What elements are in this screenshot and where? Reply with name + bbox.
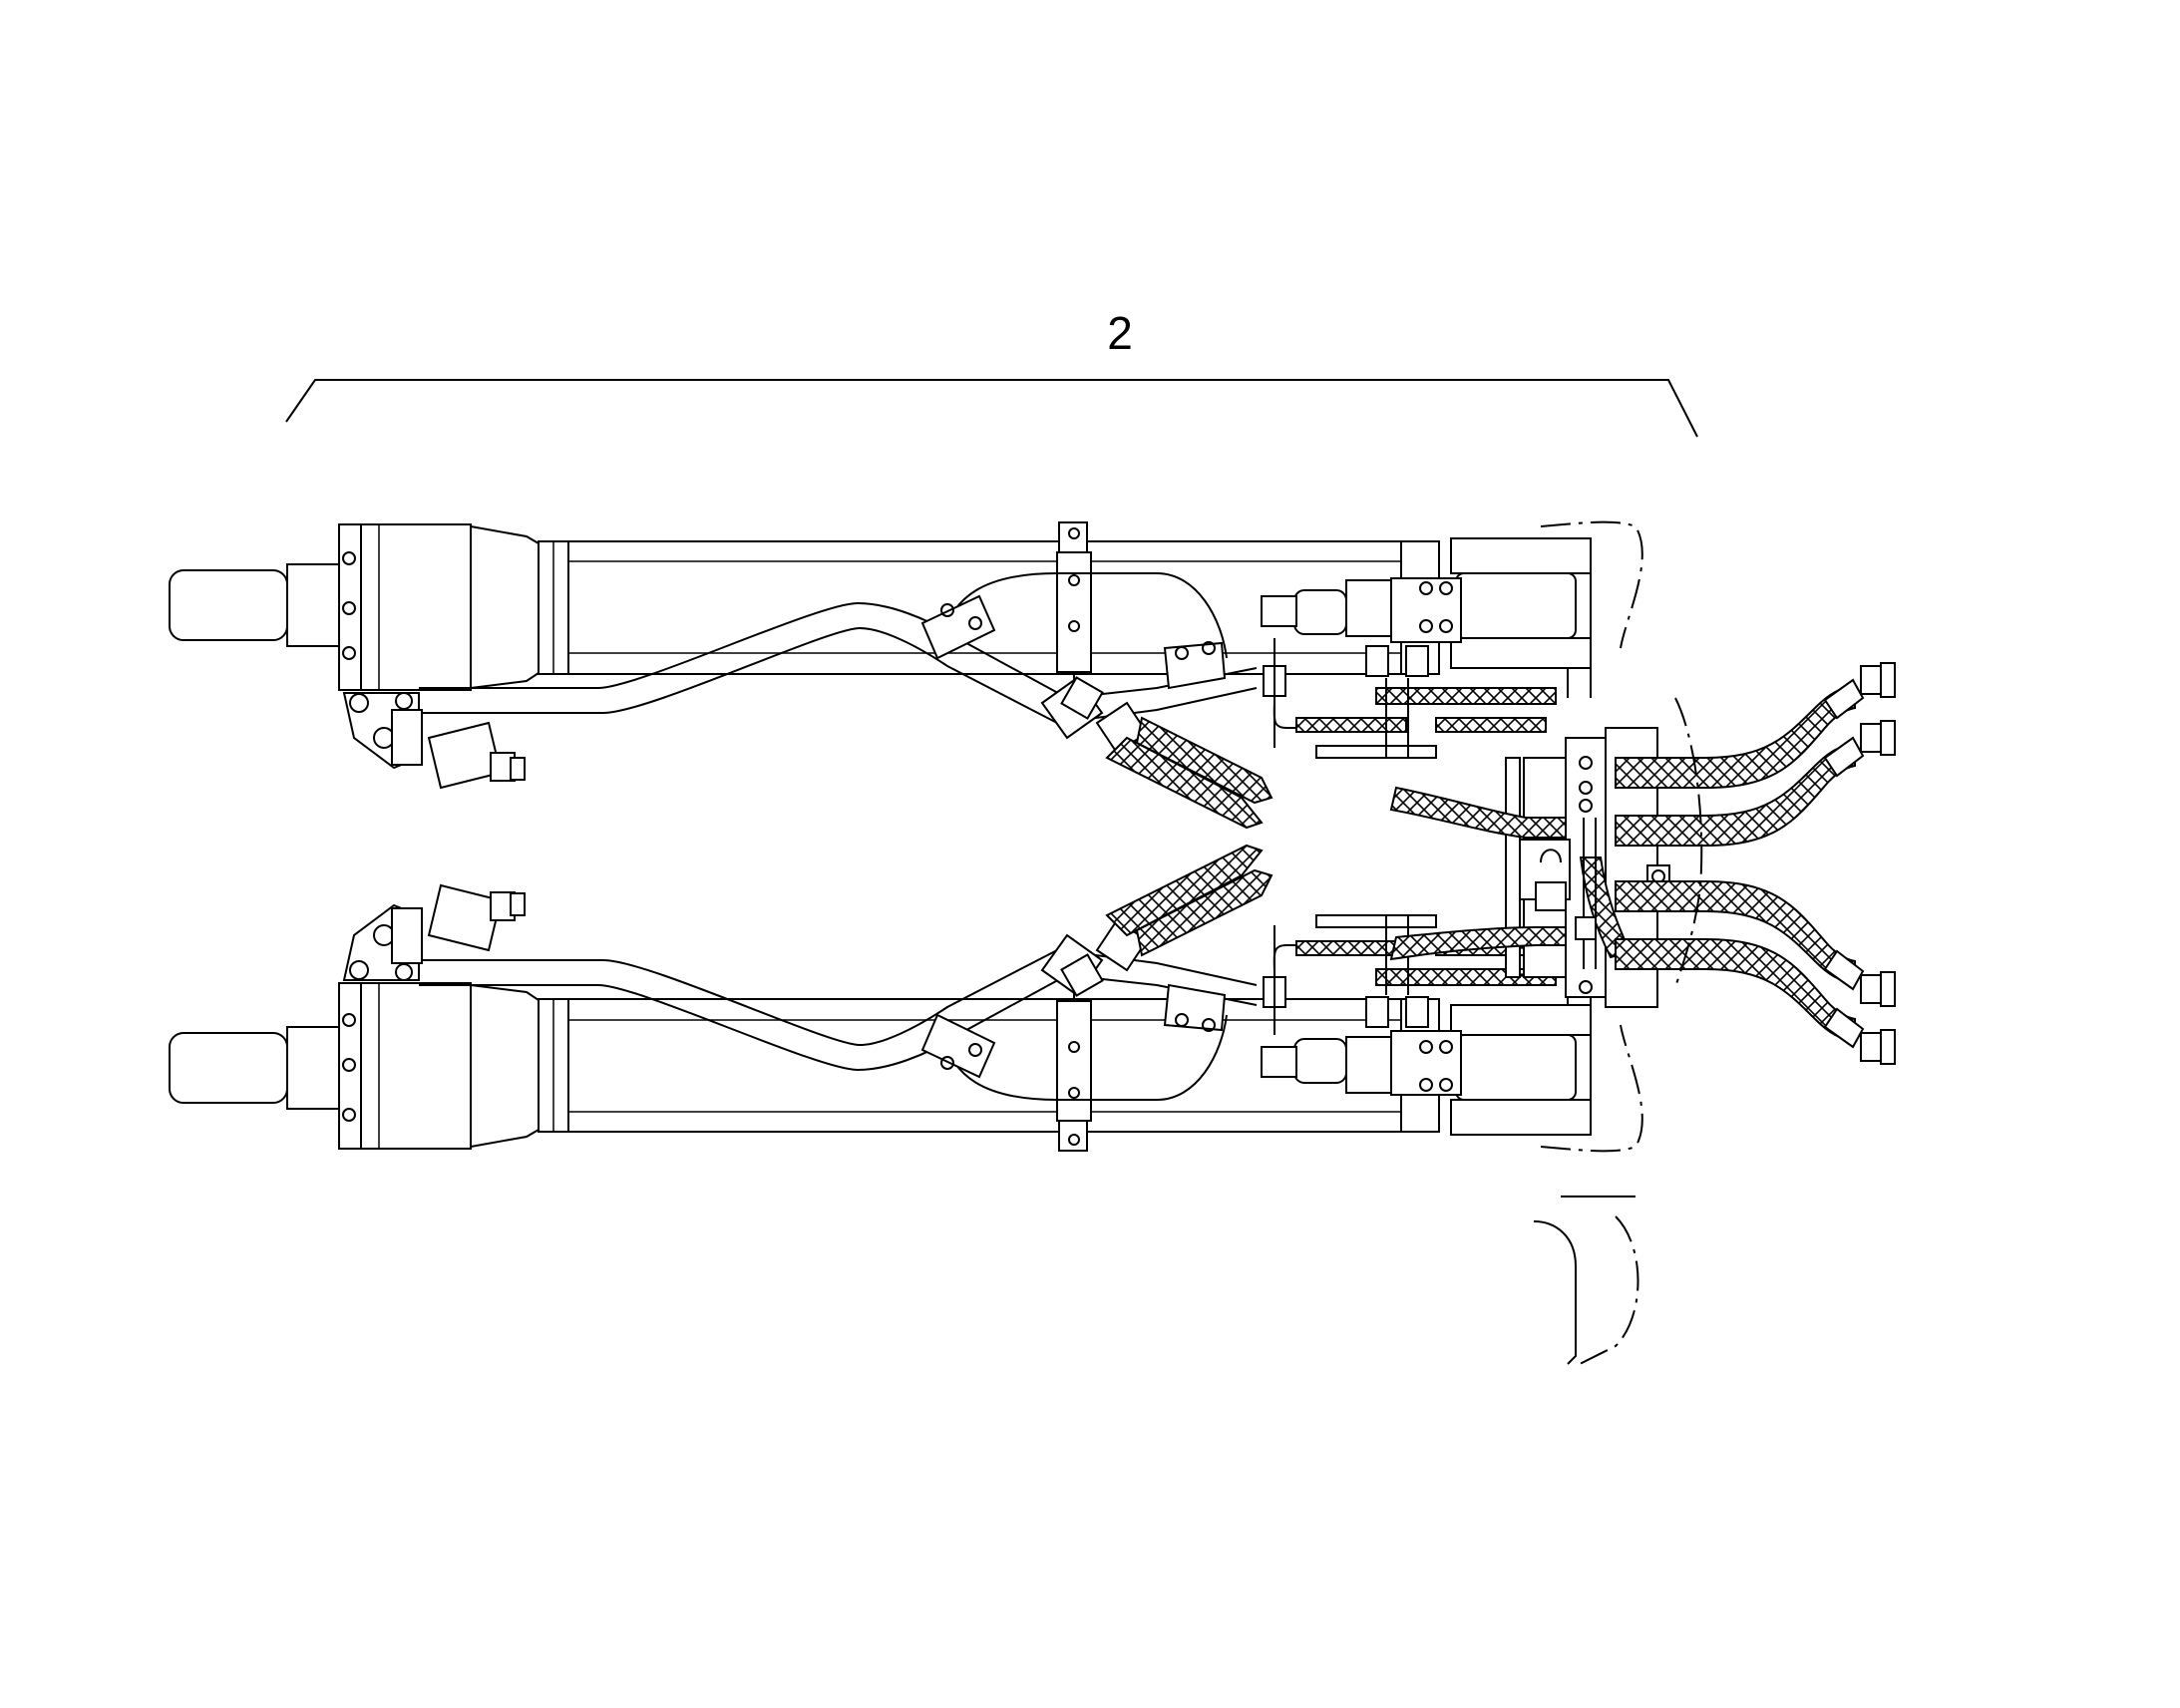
frame-outline [1533, 1196, 1639, 1367]
upper-cylinder-assembly [169, 520, 1643, 829]
callout-bracket: 2 [285, 307, 1698, 438]
callout-label: 2 [1107, 307, 1133, 359]
lower-cylinder-assembly [169, 845, 1643, 1153]
inlet-hoses [1389, 786, 1567, 961]
outlet-hoses [1615, 662, 1896, 1065]
